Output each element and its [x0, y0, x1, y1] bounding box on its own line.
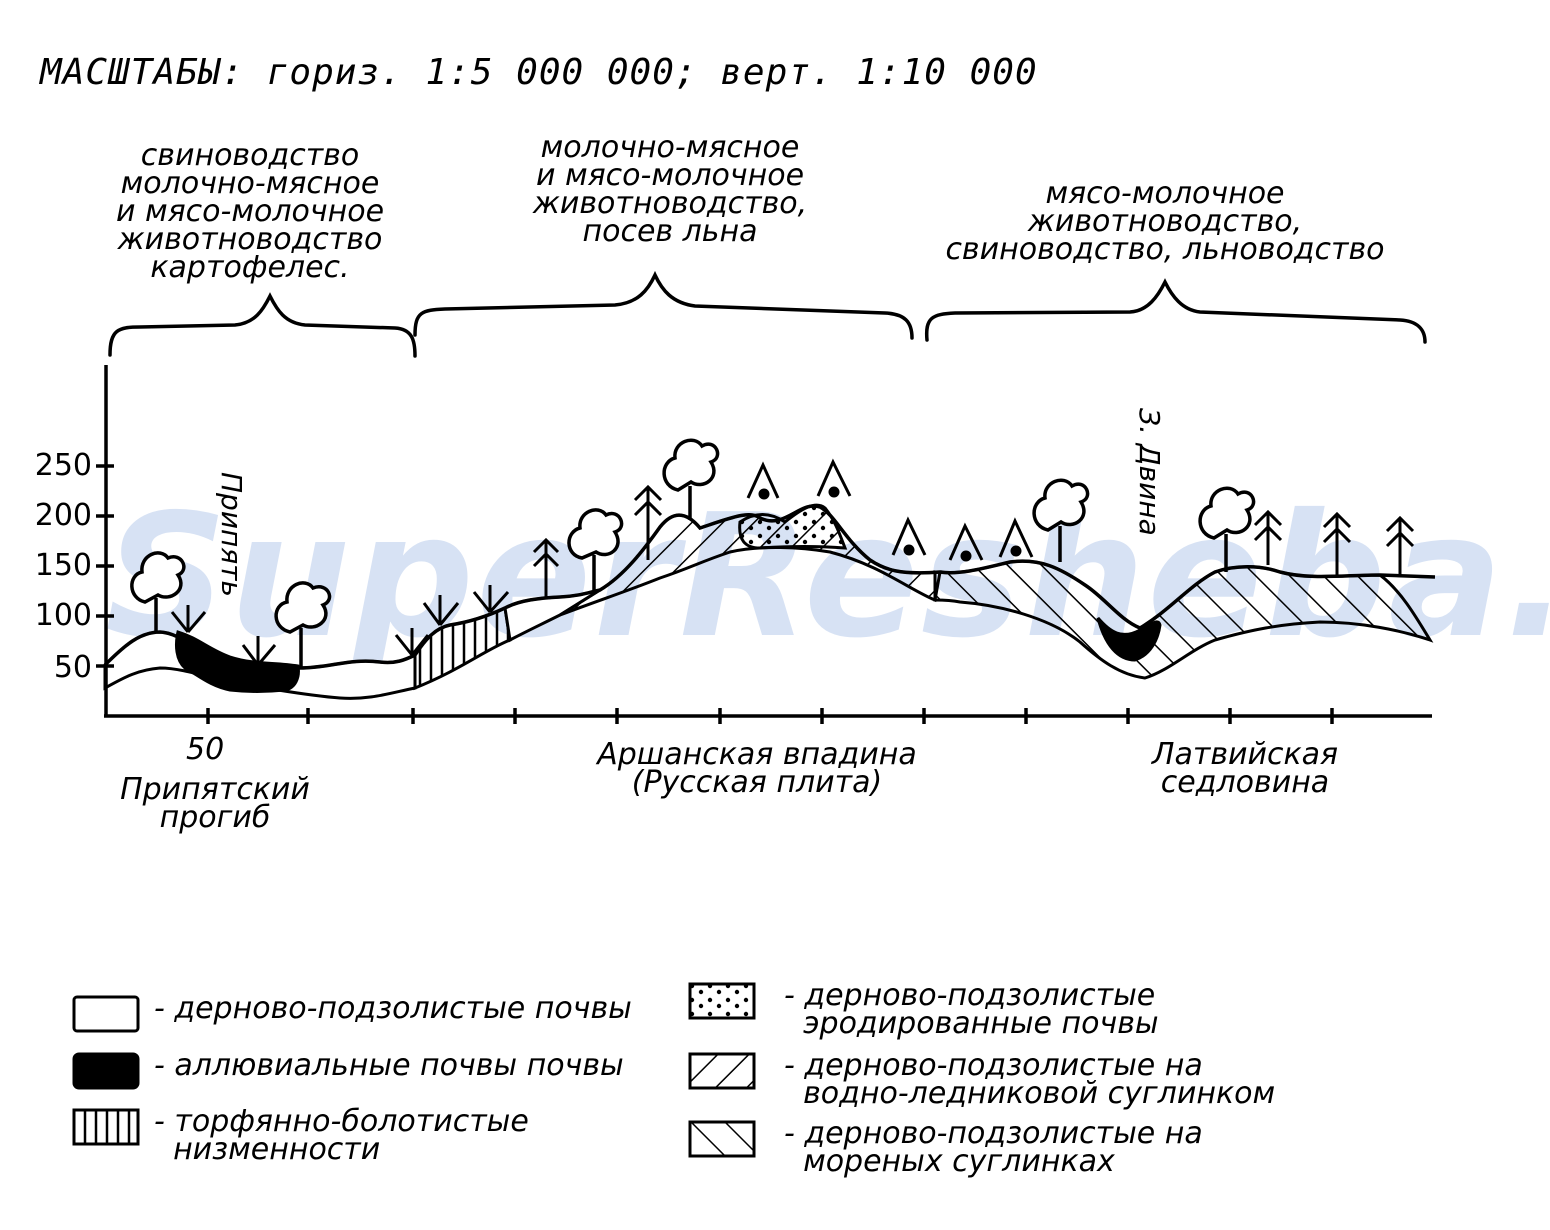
brace-3: [924, 278, 1427, 344]
region-label: Аршанская впадина (Русская плита): [582, 737, 932, 800]
layer-eroded-dots: [738, 503, 848, 550]
legend-swatch-black: [72, 1052, 140, 1090]
legend-item-moraine: - дерново-подзолистые на мореных суглинк…: [688, 1116, 1203, 1179]
y-tick-label: 250: [34, 448, 92, 483]
legend-label: водно-ледниковой суглинком: [784, 1076, 1276, 1111]
x-tick-label: 50: [186, 732, 225, 767]
zone-line: свиноводство, льноводство: [945, 232, 1385, 267]
zone-line: посев льна: [582, 214, 758, 249]
legend-label: - дерново-подзолистые на: [784, 1116, 1203, 1151]
conifer-tree-icon: [532, 484, 1415, 598]
legend-label: - торфянно-болотистые: [154, 1104, 529, 1139]
zone-line: животноводство,: [1027, 204, 1303, 239]
zone-2-text: молочно-мясное и мясо-молочное животново…: [520, 130, 820, 249]
swamp-grass-icon: [170, 585, 510, 666]
legend-swatch-diagonal-right: [688, 1052, 756, 1090]
region-line: седловина: [1160, 765, 1330, 800]
scale-title: МАСШТАБЫ: гориз. 1:5 000 000; верт. 1:10…: [40, 52, 1038, 93]
legend-item-peat-bog: - торфянно-болотистые низменности: [72, 1104, 529, 1167]
region-line: Аршанская впадина: [597, 737, 917, 772]
region-label: Припятский прогиб: [100, 772, 330, 835]
axes: [96, 365, 1432, 724]
region-label: Латвийская седловина: [1130, 737, 1360, 800]
brace-2: [413, 270, 914, 340]
river-label-dvina: З. Двина: [1133, 408, 1166, 536]
brace-1: [108, 292, 417, 358]
legend-swatch-dots: [688, 982, 756, 1020]
arable-land-icon: [746, 458, 1034, 562]
layer-peat: [413, 605, 512, 691]
deciduous-tree-icon: [130, 438, 1256, 668]
layer-dvina-alluvial: [1096, 617, 1162, 662]
region-line: Латвийская: [1151, 737, 1339, 772]
zone-line: животноводство,: [532, 186, 808, 221]
y-tick-label: 50: [53, 650, 92, 685]
legend-label: - дерново-подзолистые почвы: [154, 991, 632, 1026]
zone-line: и мясо-молочное: [115, 194, 385, 229]
legend-item-eroded: - дерново-подзолистые эродированные почв…: [688, 978, 1159, 1041]
zone-braces: [108, 270, 1427, 358]
legend-label: мореных суглинках: [784, 1144, 1115, 1179]
region-line: прогиб: [159, 800, 271, 835]
legend-label: - дерново-подзолистые: [784, 978, 1156, 1013]
legend-swatch-vertical: [72, 1108, 140, 1146]
zone-1-text: свиноводство молочно-мясное и мясо-молоч…: [100, 138, 400, 285]
legend-label: - аллювиальные почвы почвы: [154, 1048, 624, 1083]
legend-item-sod-podzolic: - дерново-подзолистые почвы: [72, 991, 632, 1033]
legend-swatch-white: [72, 995, 140, 1033]
y-tick-label: 100: [34, 598, 92, 633]
legend-label: низменности: [154, 1132, 381, 1167]
zone-line: и мясо-молочное: [535, 158, 805, 193]
zone-line: животноводство: [117, 222, 383, 257]
region-line: (Русская плита): [631, 765, 883, 800]
region-line: Припятский: [120, 772, 310, 807]
surface-profile: [103, 504, 1436, 670]
zone-line: молочно-мясное: [540, 130, 800, 165]
legend-swatch-diagonal-left: [688, 1120, 756, 1158]
y-tick-label: 200: [34, 498, 92, 533]
legend-item-alluvial: - аллювиальные почвы почвы: [72, 1048, 624, 1090]
zone-line: мясо-молочное: [1045, 176, 1285, 211]
legend-label: - дерново-подзолистые на: [784, 1048, 1203, 1083]
y-tick-label: 150: [34, 548, 92, 583]
layer-moraine: [933, 559, 1434, 680]
zone-line: молочно-мясное: [120, 166, 380, 201]
river-label-pripyat: Припять: [215, 472, 248, 597]
zone-line: картофелес.: [150, 250, 350, 285]
zone-3-text: мясо-молочное животноводство, свиноводст…: [930, 176, 1400, 267]
legend-item-fluvioglacial: - дерново-подзолистые на водно-ледниково…: [688, 1048, 1276, 1111]
zone-line: свиноводство: [140, 138, 360, 173]
legend-label: эродированные почвы: [784, 1006, 1159, 1041]
